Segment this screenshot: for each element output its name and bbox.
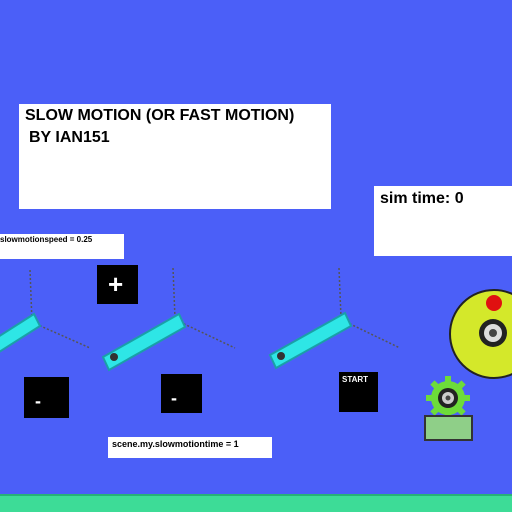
pendulum-right: [268, 267, 401, 370]
slowmotion-speed-label: slowmotionspeed = 0.25: [0, 235, 93, 244]
sim-time-label: sim time: 0: [380, 190, 464, 207]
plus-button[interactable]: +: [97, 265, 138, 304]
minus-button-right[interactable]: -: [161, 374, 202, 413]
gear: [426, 376, 470, 420]
minus-button-left[interactable]: -: [24, 377, 69, 418]
paddle-middle: [101, 312, 187, 372]
paddle-left: [0, 312, 42, 353]
start-button-label: START: [342, 375, 369, 384]
title-line-2: BY IAN151: [29, 129, 110, 146]
minus-button-left-label: -: [35, 391, 41, 411]
speed-panel: slowmotionspeed = 0.25: [0, 234, 124, 259]
pendulum-middle: [101, 267, 236, 372]
slowmotion-time-label: scene.my.slowmotiontime = 1: [112, 439, 239, 449]
pendulum-left: [0, 269, 91, 353]
ground-floor: [0, 494, 512, 512]
title-line-1: SLOW MOTION (OR FAST MOTION): [25, 107, 295, 124]
scene-panel: scene.my.slowmotiontime = 1: [108, 437, 272, 458]
minus-button-right-label: -: [171, 388, 177, 408]
wheel-red-dot: [486, 295, 502, 311]
title-panel: SLOW MOTION (OR FAST MOTION) BY IAN151: [19, 104, 331, 209]
paddle-right: [268, 311, 353, 370]
gear-base-box: [424, 415, 473, 441]
pivot-middle: [110, 353, 118, 361]
plus-button-label: +: [108, 269, 124, 299]
start-button[interactable]: START: [339, 372, 378, 412]
pivot-right: [277, 352, 285, 360]
sim-time-panel: sim time: 0: [374, 186, 512, 256]
wheel: [449, 289, 512, 379]
